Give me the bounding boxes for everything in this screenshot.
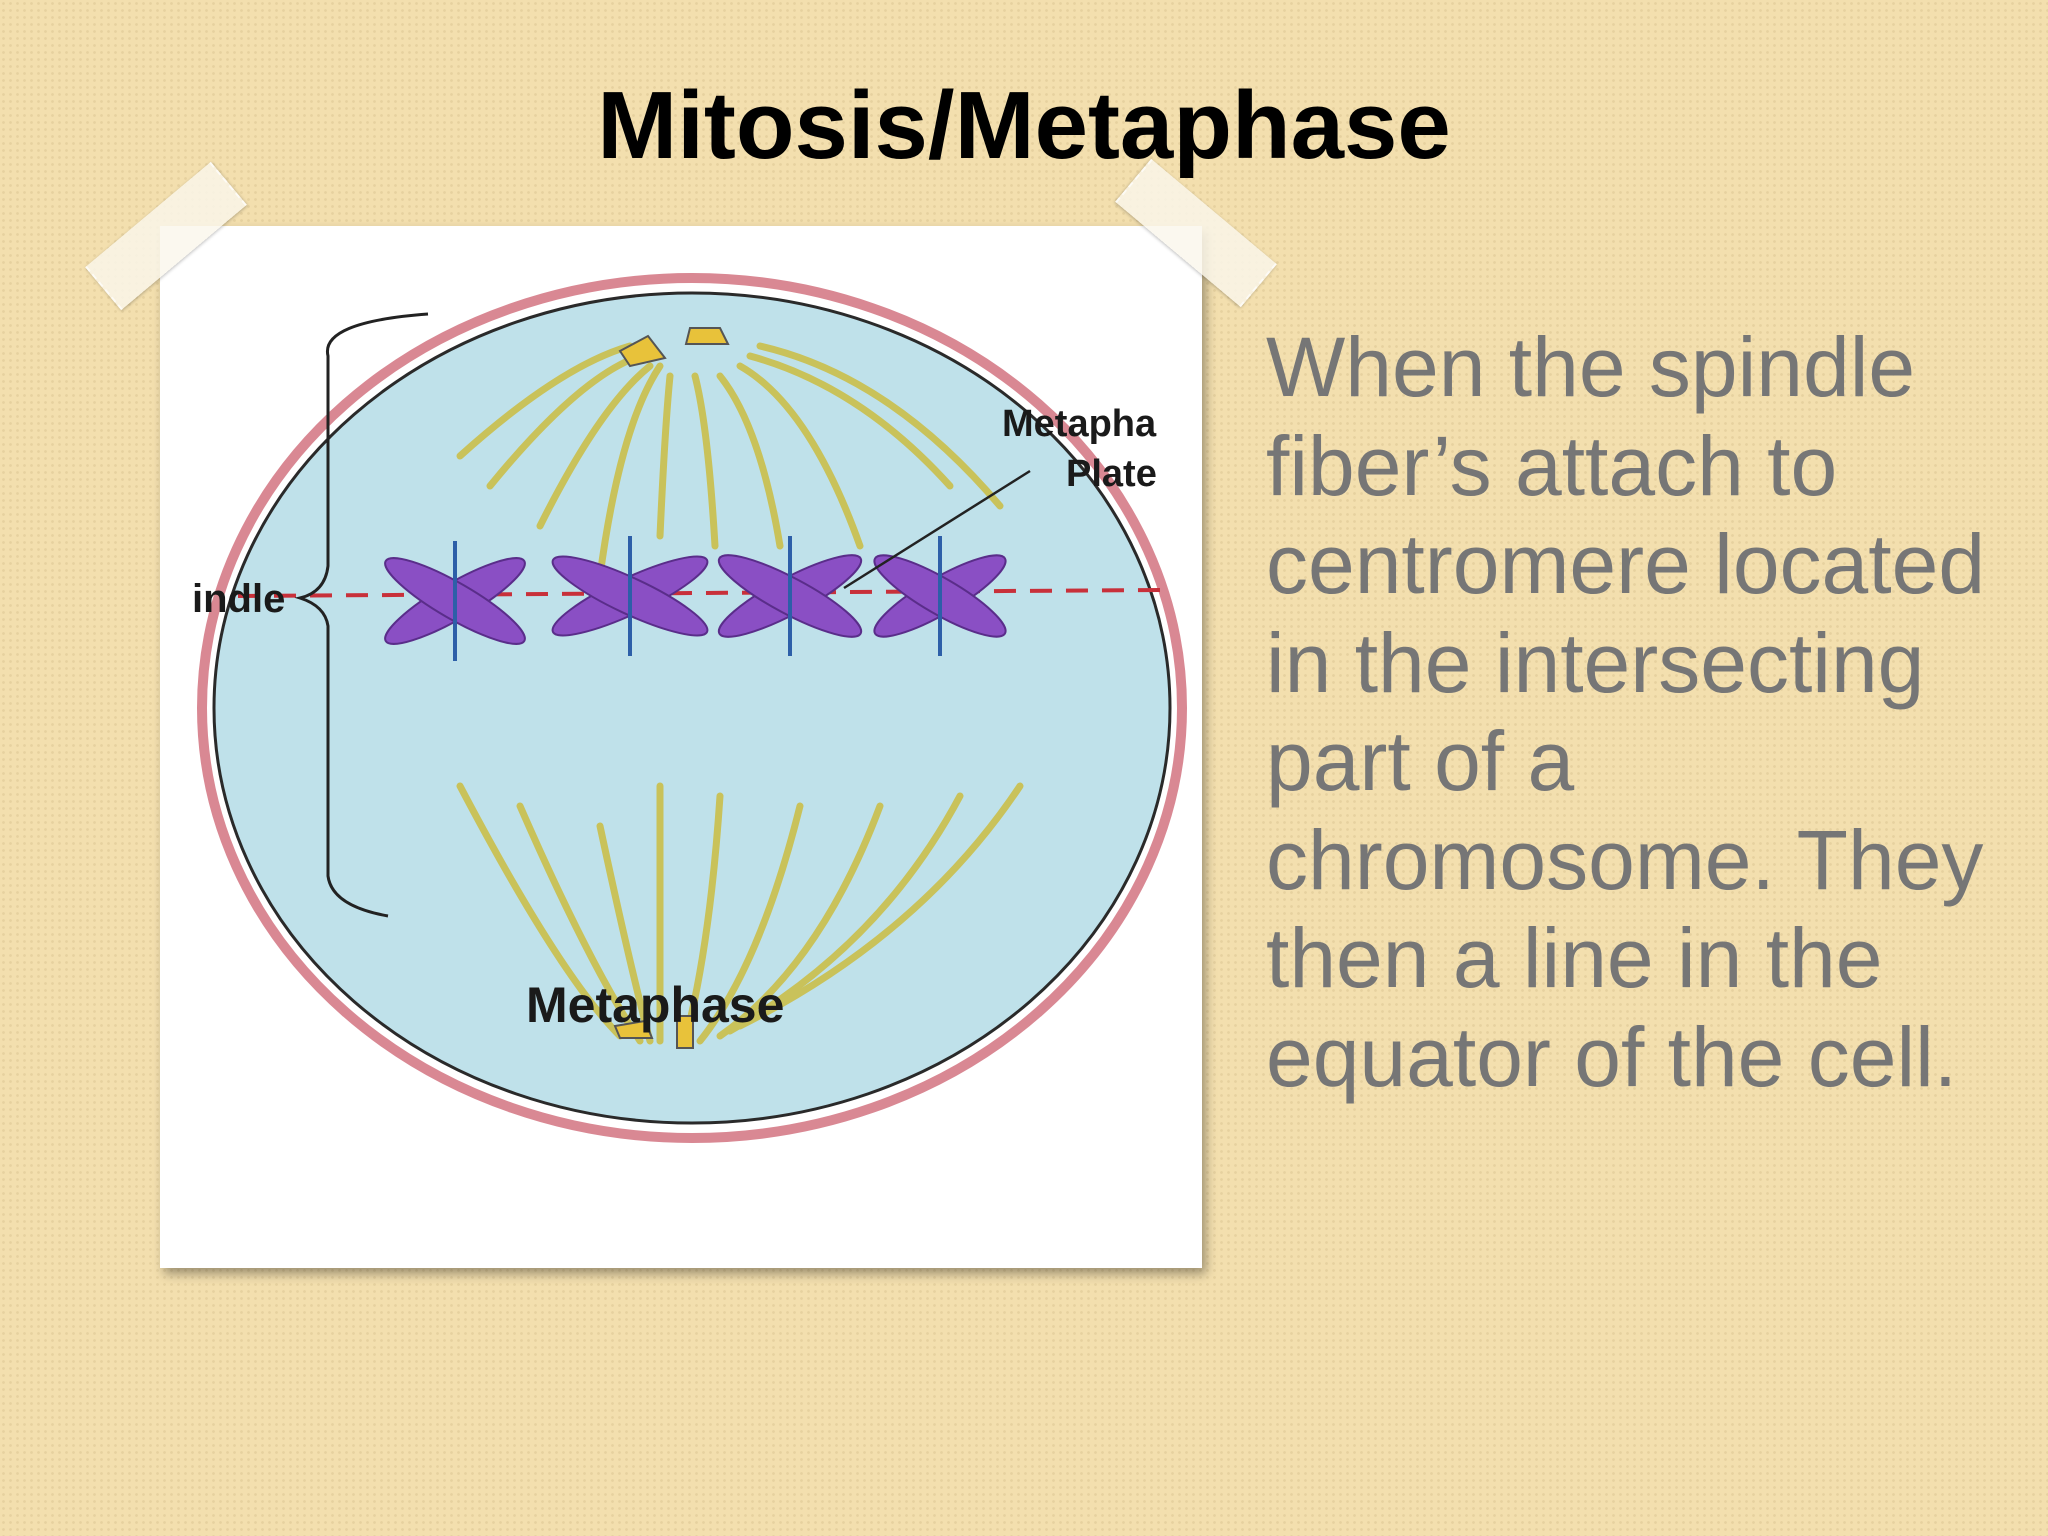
chromosome-4 bbox=[873, 536, 1007, 656]
chromosome-2 bbox=[551, 536, 709, 656]
cell-body bbox=[212, 291, 1172, 1125]
centriole-bottom-right bbox=[676, 1015, 694, 1049]
spindle-label: indle bbox=[192, 577, 285, 621]
diagram-caption: Metaphase bbox=[526, 977, 784, 1033]
centriole-top-left bbox=[618, 334, 667, 368]
spindle-fibers bbox=[456, 342, 1024, 1045]
diagram-photo-card: indle Metapha Plate Metaphase bbox=[160, 226, 1202, 1268]
cell-membrane bbox=[197, 273, 1187, 1143]
metaphase-plate-line bbox=[237, 588, 1161, 598]
chromosome-1 bbox=[384, 541, 526, 661]
chromosome-3 bbox=[717, 536, 863, 656]
metaphase-plate-label-line2: Plate bbox=[1066, 453, 1157, 495]
centriole-bottom-left bbox=[613, 1019, 654, 1039]
body-text: When the spindle fiber’s attach to centr… bbox=[1266, 320, 1986, 1104]
slide-title: Mitosis/Metaphase bbox=[597, 72, 1451, 179]
metaphase-plate-pointer bbox=[843, 469, 1031, 590]
metaphase-plate-label-line1: Metapha bbox=[1002, 403, 1157, 445]
spindle-bracket bbox=[294, 312, 429, 918]
centriole-top-right bbox=[684, 327, 730, 345]
metaphase-diagram: indle Metapha Plate Metaphase bbox=[192, 273, 1187, 1143]
